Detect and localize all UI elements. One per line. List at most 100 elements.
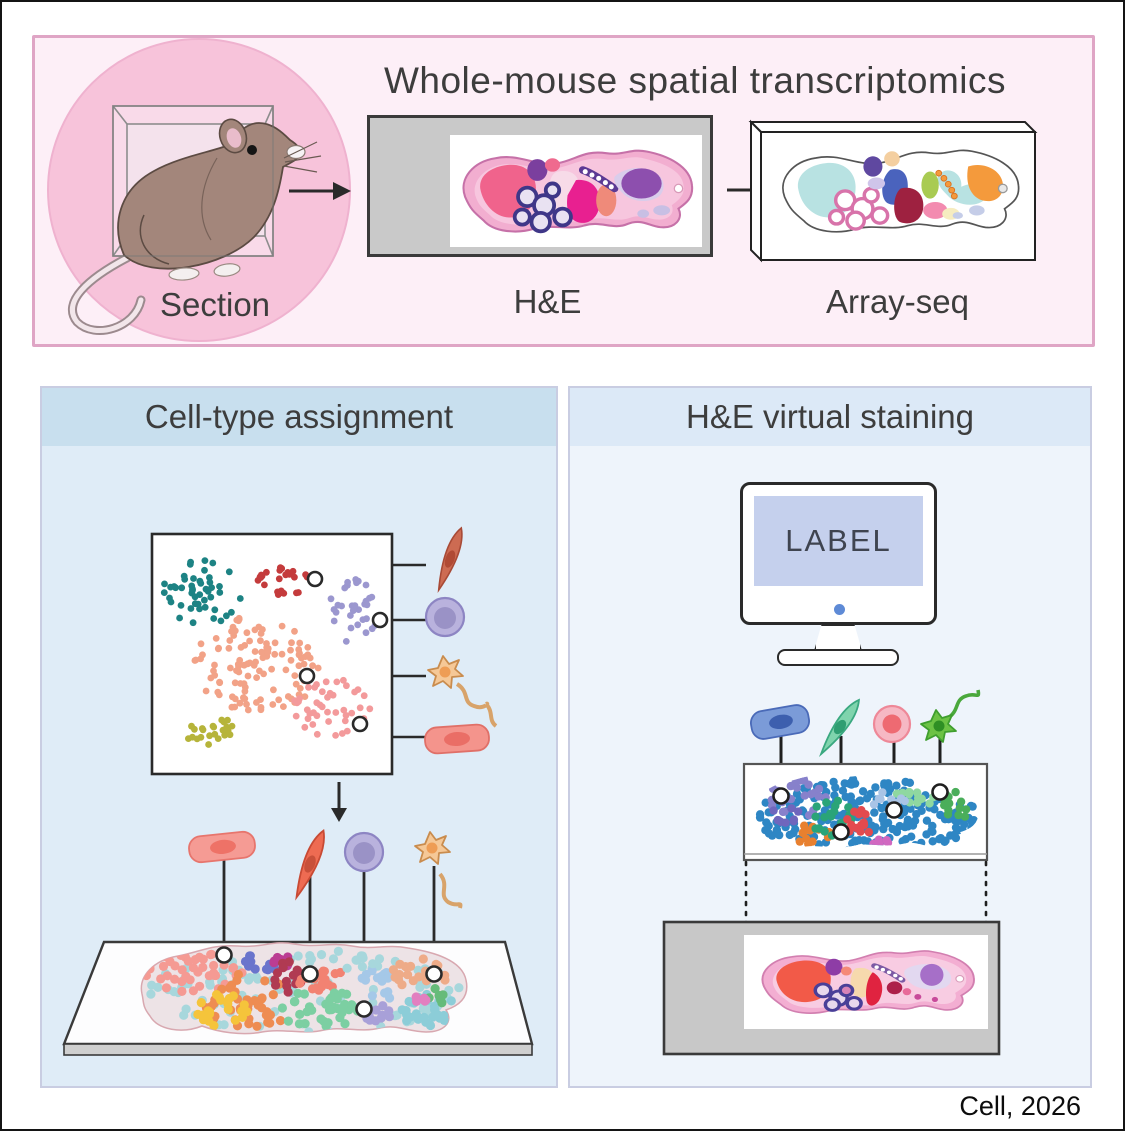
cell-dot xyxy=(291,573,298,581)
cell-dot xyxy=(318,688,326,696)
cell-dot xyxy=(330,969,340,979)
cell-dot xyxy=(210,667,217,675)
cell-dot xyxy=(910,816,920,825)
cell-dot xyxy=(362,581,370,589)
cell-dot xyxy=(762,818,771,827)
cell-dot xyxy=(214,992,224,1002)
cell-dot xyxy=(243,960,253,970)
cell-dot xyxy=(204,588,212,595)
cell-dot xyxy=(420,996,430,1006)
cell-dot xyxy=(769,806,778,815)
cell-dot xyxy=(847,780,856,789)
cell-dot xyxy=(275,1016,286,1026)
cell-dot xyxy=(360,975,371,985)
cell-dot xyxy=(301,723,309,731)
cell-dot xyxy=(198,1010,208,1020)
cell-dot xyxy=(377,1010,387,1020)
cell-dot xyxy=(300,660,308,668)
neuron-icon xyxy=(427,655,498,728)
cell-dot xyxy=(888,824,897,834)
mouse-illustration xyxy=(67,105,322,335)
cell-dot xyxy=(243,700,250,708)
cell-dot xyxy=(301,693,309,700)
virtual-staining-diagram xyxy=(662,689,1001,1056)
cell-dot xyxy=(170,974,180,984)
cell-dot xyxy=(271,639,279,647)
cell-dot xyxy=(941,836,950,845)
cell-dot xyxy=(905,778,915,787)
organ-intestines xyxy=(813,982,863,1012)
cell-dot xyxy=(287,646,294,654)
cell-dot xyxy=(305,683,312,691)
cell-dot xyxy=(368,959,378,969)
cell-dot xyxy=(328,954,339,964)
cell-dot xyxy=(940,801,949,810)
organ-brain xyxy=(621,168,662,199)
cell-dot xyxy=(359,616,367,623)
cell-dot xyxy=(446,996,456,1006)
cell-dot xyxy=(413,965,423,975)
cell-dot xyxy=(206,732,213,740)
cell-dot xyxy=(245,951,255,961)
cell-dot xyxy=(211,730,219,738)
cell-dot xyxy=(237,644,245,651)
cell-dot xyxy=(271,650,279,658)
cell-dot xyxy=(284,957,294,967)
he-slide-window xyxy=(450,135,702,247)
cell-dot xyxy=(850,807,859,816)
cell-dot xyxy=(898,837,907,846)
cell-dot xyxy=(217,617,225,625)
organ-magenta xyxy=(567,179,600,223)
cell-dot xyxy=(820,813,829,822)
mouse-paw xyxy=(168,267,200,281)
cell-dot xyxy=(228,963,238,973)
cell-dot xyxy=(343,682,350,690)
cell-dot xyxy=(356,704,364,712)
cell-dot xyxy=(313,712,321,720)
cell-dot xyxy=(812,802,821,811)
cell-dot xyxy=(251,626,259,634)
cell-dot xyxy=(340,1019,350,1029)
cell-dot xyxy=(244,975,254,985)
cell-dot xyxy=(146,989,156,999)
cell-dot xyxy=(418,954,428,964)
cell-dot xyxy=(177,986,187,997)
cell-dot xyxy=(282,981,292,991)
cell-dot xyxy=(342,963,352,973)
cell-dot xyxy=(236,595,244,602)
cell-dot xyxy=(374,954,385,964)
cell-dot xyxy=(342,638,350,645)
cell-dot xyxy=(322,678,330,686)
cell-dot xyxy=(236,699,244,707)
cell-dot xyxy=(207,593,215,601)
cell-dot xyxy=(365,1015,375,1025)
cell-dot xyxy=(343,727,351,735)
cell-dot xyxy=(185,735,192,742)
cell-dot xyxy=(309,662,316,670)
cell-dot xyxy=(183,956,193,966)
cell-dot xyxy=(859,820,869,830)
cell-dot xyxy=(414,972,424,982)
cell-dot xyxy=(922,830,931,839)
cell-dot xyxy=(430,984,440,994)
cell-dot xyxy=(210,615,218,622)
cell-dot xyxy=(300,1019,310,1029)
pink-round-cell-icon xyxy=(872,704,912,744)
cell-dot xyxy=(181,575,189,583)
cell-dot xyxy=(799,776,809,785)
cell-dot xyxy=(277,587,285,595)
flow-arrow-1 xyxy=(289,182,351,200)
cell-dot xyxy=(277,1003,287,1013)
cell-dot xyxy=(206,574,213,581)
cell-dot xyxy=(961,805,971,814)
cell-dot xyxy=(385,993,395,1003)
cell-dot xyxy=(780,807,789,816)
attribution: Cell, 2026 xyxy=(959,1091,1081,1121)
cell-dot xyxy=(960,812,970,821)
cell-dot xyxy=(773,815,782,825)
cell-dot xyxy=(253,674,260,681)
cell-dot xyxy=(885,784,895,794)
cell-dot xyxy=(304,715,312,723)
mouse-body xyxy=(117,118,322,281)
cell-dot xyxy=(244,706,252,714)
